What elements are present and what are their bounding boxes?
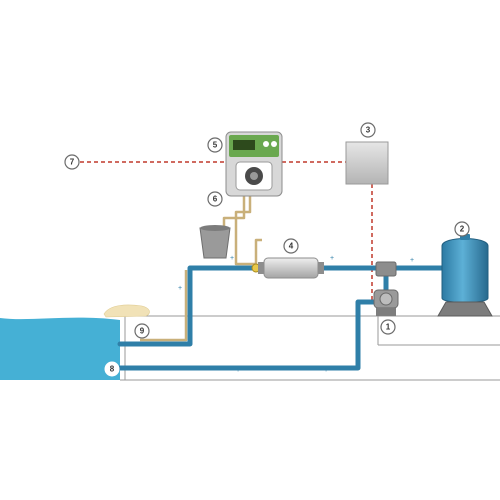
svg-text:+: +: [178, 285, 182, 292]
dosing-pump-controller: [225, 131, 283, 197]
ground-lines: [120, 315, 500, 381]
pool-coping: [103, 304, 150, 318]
callout-2: 2: [454, 221, 470, 237]
svg-text:1: 1: [386, 323, 391, 332]
svg-text:9: 9: [140, 327, 145, 336]
chemical-tank: [199, 225, 231, 259]
svg-text:+: +: [324, 367, 328, 374]
callout-5: 5: [207, 137, 223, 153]
flow-markers: + + + + + +: [178, 255, 414, 374]
svg-text:+: +: [330, 255, 334, 262]
callout-7: 7: [64, 154, 80, 170]
svg-text:8: 8: [110, 365, 115, 374]
callout-3: 3: [360, 122, 376, 138]
svg-text:+: +: [410, 257, 414, 264]
svg-text:5: 5: [213, 141, 218, 150]
callout-6: 6: [207, 191, 223, 207]
svg-text:2: 2: [460, 225, 465, 234]
pump: [373, 289, 399, 316]
control-box: [345, 141, 389, 185]
sand-filter: [437, 234, 493, 317]
water-pipes: [117, 265, 445, 371]
multiport-valve: [375, 261, 397, 277]
chemical-tubes: [140, 196, 262, 342]
callout-1: 1: [380, 319, 396, 335]
callout-9: 9: [134, 323, 150, 339]
svg-text:7: 7: [70, 158, 75, 167]
svg-text:+: +: [230, 255, 234, 262]
svg-text:3: 3: [366, 126, 371, 135]
svg-text:6: 6: [213, 195, 218, 204]
svg-text:4: 4: [289, 242, 294, 251]
heat-exchanger: [258, 257, 324, 279]
pool-water: [0, 317, 120, 380]
callout-8: 8: [104, 361, 120, 377]
svg-text:+: +: [236, 367, 240, 374]
callout-4: 4: [283, 238, 299, 254]
